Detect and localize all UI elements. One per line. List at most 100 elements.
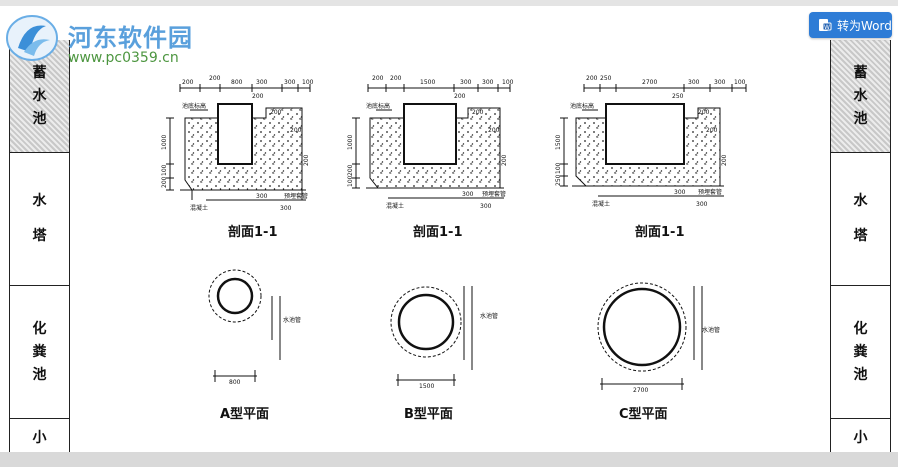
sidebar-char: 池 bbox=[853, 110, 868, 127]
section-c-top-dim-4: 300 bbox=[714, 79, 726, 86]
viewer-top-edge bbox=[0, 0, 898, 6]
section-c-label-pipe: 预埋套管 bbox=[698, 188, 722, 196]
section-c-pit-inner bbox=[605, 103, 685, 165]
section-b-top-dim-5: 100 bbox=[502, 79, 514, 86]
section-a-labels: 200 200 800 300 300 100 200 200 1000 100… bbox=[161, 75, 314, 240]
plan-drawing-a bbox=[208, 269, 281, 382]
section-c-bottom-dim-0: 300 bbox=[674, 189, 686, 196]
section-b-label-pipe: 预埋套管 bbox=[482, 190, 506, 198]
section-b-top-dim-0: 200 bbox=[372, 75, 384, 82]
right-chapter-sidebar: 蓄 水 池 水 塔 化 粪 池 小 bbox=[830, 40, 891, 452]
section-c-top-dim-1: 250 bbox=[600, 75, 612, 82]
plan-b-pipe-label: 水池管 bbox=[480, 312, 498, 320]
section-a-top-dim-4: 300 bbox=[284, 79, 296, 86]
plan-a-pipe-label: 水池管 bbox=[283, 316, 301, 324]
sidebar-char: 水 bbox=[32, 87, 47, 104]
section-c-dimension-line-top bbox=[583, 84, 747, 92]
plan-a-dim: 800 bbox=[229, 379, 241, 386]
section-drawing-b bbox=[352, 84, 511, 199]
plan-c-dim: 2700 bbox=[633, 387, 648, 394]
section-a-left-dim-2: 200 bbox=[161, 176, 168, 188]
section-a-left-dim-1: 100 bbox=[161, 164, 168, 176]
svg-text:W: W bbox=[824, 24, 830, 31]
section-b-caption: 剖面1-1 bbox=[413, 224, 463, 240]
plan-drawing-c bbox=[597, 282, 703, 390]
watermark-url: www.pc0359.cn bbox=[68, 50, 179, 66]
section-b-top-dim-1: 200 bbox=[390, 75, 402, 82]
sidebar-tab-water-tower: 水 塔 bbox=[831, 153, 890, 286]
section-a-bottom-dim-0: 300 bbox=[256, 193, 268, 200]
section-c-left-dim-0: 1500 bbox=[555, 135, 562, 150]
section-a-top-dim-1: 200 bbox=[209, 75, 221, 82]
sidebar-char: 粪 bbox=[32, 343, 47, 360]
section-c-top-dim-5: 100 bbox=[734, 79, 746, 86]
section-b-left-dim-2: 100 bbox=[347, 175, 354, 187]
sidebar-char: 水 bbox=[32, 193, 47, 209]
plan-c-pipe-label: 水池管 bbox=[702, 326, 720, 334]
section-b-right-dim-1: 200 bbox=[501, 154, 508, 166]
section-b-mid-dim-0: 200 bbox=[454, 93, 466, 100]
section-c-top-dim-0: 200 bbox=[586, 75, 598, 82]
section-b-pit-inner bbox=[403, 103, 457, 165]
section-b-top-dim-2: 1500 bbox=[420, 79, 435, 86]
watermark-title: 河东软件园 bbox=[68, 23, 193, 52]
section-c-top-dim-2: 2700 bbox=[642, 79, 657, 86]
section-a-left-dim-0: 1000 bbox=[161, 135, 168, 150]
section-b-left-dim-0: 1000 bbox=[347, 135, 354, 150]
sidebar-char: 蓄 bbox=[32, 64, 47, 81]
section-drawing-c bbox=[560, 84, 747, 197]
sidebar-char: 蓄 bbox=[853, 64, 868, 81]
plan-c-caption: C型平面 bbox=[619, 406, 668, 422]
plan-a-caption: A型平面 bbox=[220, 406, 269, 422]
plan-b-caption: B型平面 bbox=[404, 406, 453, 422]
section-a-top-dim-3: 300 bbox=[256, 79, 268, 86]
sidebar-tab-septic-tank: 化 粪 池 bbox=[831, 286, 890, 419]
sidebar-char: 水 bbox=[853, 87, 868, 104]
section-b-bottom-dim-0: 300 bbox=[462, 191, 474, 198]
section-b-dimension-line-top bbox=[367, 84, 511, 92]
section-b-right-dim-0: 200 bbox=[488, 127, 500, 134]
section-c-caption: 剖面1-1 bbox=[635, 224, 685, 240]
convert-to-word-button[interactable]: W 转为Word bbox=[809, 12, 892, 38]
section-a-mid-dim-0: 200 bbox=[252, 93, 264, 100]
section-c-mid-dim-0: 250 bbox=[672, 93, 684, 100]
section-c-left-dim-1: 100 bbox=[555, 162, 562, 174]
section-a-right-dim-1: 200 bbox=[303, 154, 310, 166]
watermark-logo-icon bbox=[6, 15, 58, 61]
sidebar-char: 池 bbox=[32, 110, 47, 127]
sidebar-char: 池 bbox=[853, 366, 868, 383]
plan-drawing-b bbox=[390, 286, 473, 386]
sidebar-tab-septic-tank: 化 粪 池 bbox=[10, 286, 69, 419]
section-b-labels: 200 200 1500 300 300 100 200 200 1000 20… bbox=[347, 75, 514, 240]
section-c-mid-dim-1: 200 bbox=[698, 109, 710, 116]
section-c-labels: 200 250 2700 300 300 100 250 200 1500 10… bbox=[555, 75, 746, 240]
sidebar-tab-reservoir: 蓄 水 池 bbox=[831, 40, 890, 153]
section-c-label-concrete: 混凝土 bbox=[592, 200, 610, 208]
left-chapter-sidebar: 蓄 水 池 水 塔 化 粪 池 小 bbox=[9, 40, 70, 452]
section-a-pit-inner bbox=[217, 103, 253, 165]
sidebar-char: 化 bbox=[853, 320, 868, 337]
sidebar-char: 小 bbox=[32, 430, 47, 446]
section-c-left-dim-2: 250 bbox=[555, 174, 562, 186]
convert-to-word-label: 转为Word bbox=[837, 18, 892, 33]
section-c-bottom-dim-1: 300 bbox=[696, 201, 708, 208]
section-b-left-dim-1: 200 bbox=[347, 164, 354, 176]
section-c-label-top: 池底标高 bbox=[570, 102, 594, 110]
section-a-mid-dim-1: 200 bbox=[270, 109, 282, 116]
sidebar-char: 粪 bbox=[853, 343, 868, 360]
section-a-label-top: 池底标高 bbox=[182, 102, 206, 110]
sidebar-char: 化 bbox=[32, 320, 47, 337]
section-c-right-dim-0: 200 bbox=[706, 127, 718, 134]
section-b-label-top: 池底标高 bbox=[366, 102, 390, 110]
section-c-right-dim-1: 200 bbox=[721, 154, 728, 166]
sidebar-tab-small: 小 bbox=[831, 419, 890, 467]
section-b-top-dim-4: 300 bbox=[482, 79, 494, 86]
section-drawing-a bbox=[166, 84, 311, 201]
section-b-bottom-dim-1: 300 bbox=[480, 203, 492, 210]
section-a-bottom-dim-1: 300 bbox=[280, 205, 292, 212]
sidebar-char: 池 bbox=[32, 366, 47, 383]
section-a-top-dim-2: 800 bbox=[231, 79, 243, 86]
section-a-caption: 剖面1-1 bbox=[228, 224, 278, 240]
sidebar-char: 小 bbox=[853, 430, 868, 446]
section-a-top-dim-0: 200 bbox=[182, 79, 194, 86]
